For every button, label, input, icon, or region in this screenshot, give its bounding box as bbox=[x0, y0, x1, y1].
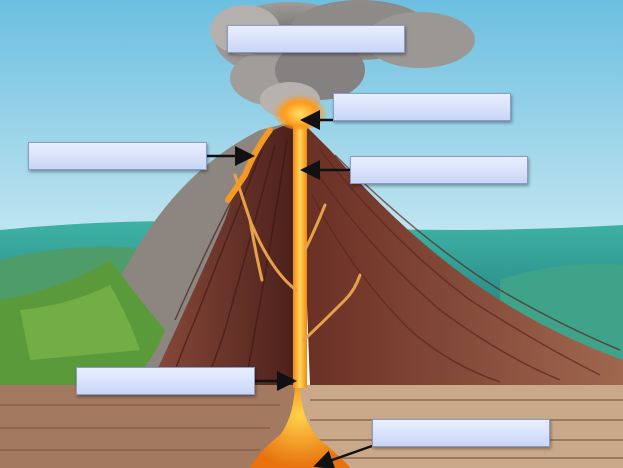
label-crater-right[interactable] bbox=[333, 93, 511, 121]
crater bbox=[272, 90, 328, 130]
label-top[interactable] bbox=[227, 25, 405, 53]
label-lower-left[interactable] bbox=[76, 367, 255, 395]
label-bottom-right[interactable] bbox=[372, 419, 550, 447]
label-vent-right[interactable] bbox=[350, 156, 528, 184]
label-left[interactable] bbox=[28, 142, 207, 170]
main-vent bbox=[293, 118, 307, 388]
